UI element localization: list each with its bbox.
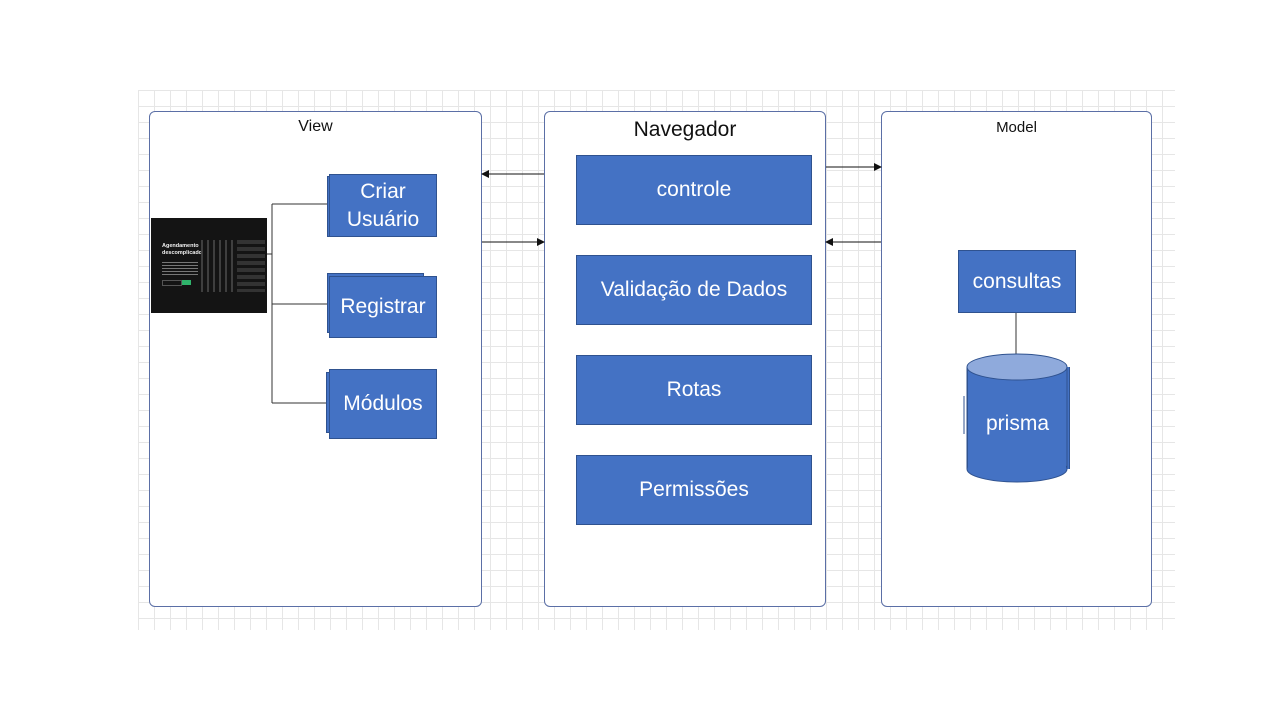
database-cylinder — [963, 353, 1068, 483]
validacao-de-dados-box[interactable]: Validação de Dados — [576, 255, 812, 325]
modulos-box[interactable]: Módulos — [329, 369, 437, 439]
app-thumbnail: Agendamento descomplicado Entrar — [151, 218, 267, 313]
database-label[interactable]: prisma — [985, 412, 1049, 435]
thumbnail-heading: Agendamento descomplicado — [162, 243, 203, 256]
model-panel-title: Model — [996, 119, 1037, 136]
thumbnail-input — [162, 280, 182, 286]
view-panel-title: View — [298, 118, 333, 135]
criar-usuario-box[interactable]: Criar Usuário — [329, 174, 437, 237]
thumbnail-button: Entrar — [182, 280, 191, 285]
registrar-box[interactable]: Registrar — [329, 276, 437, 338]
database-cylinder-top — [966, 353, 1068, 381]
database-cylinder-fill — [968, 367, 1066, 469]
thumbnail-text-lines — [162, 262, 198, 276]
navegador-panel-title: Navegador — [633, 118, 737, 141]
controle-box[interactable]: controle — [576, 155, 812, 225]
thumbnail-time-slots — [237, 240, 265, 292]
rotas-box[interactable]: Rotas — [576, 355, 812, 425]
permissoes-box[interactable]: Permissões — [576, 455, 812, 525]
consultas-box[interactable]: consultas — [958, 250, 1076, 313]
